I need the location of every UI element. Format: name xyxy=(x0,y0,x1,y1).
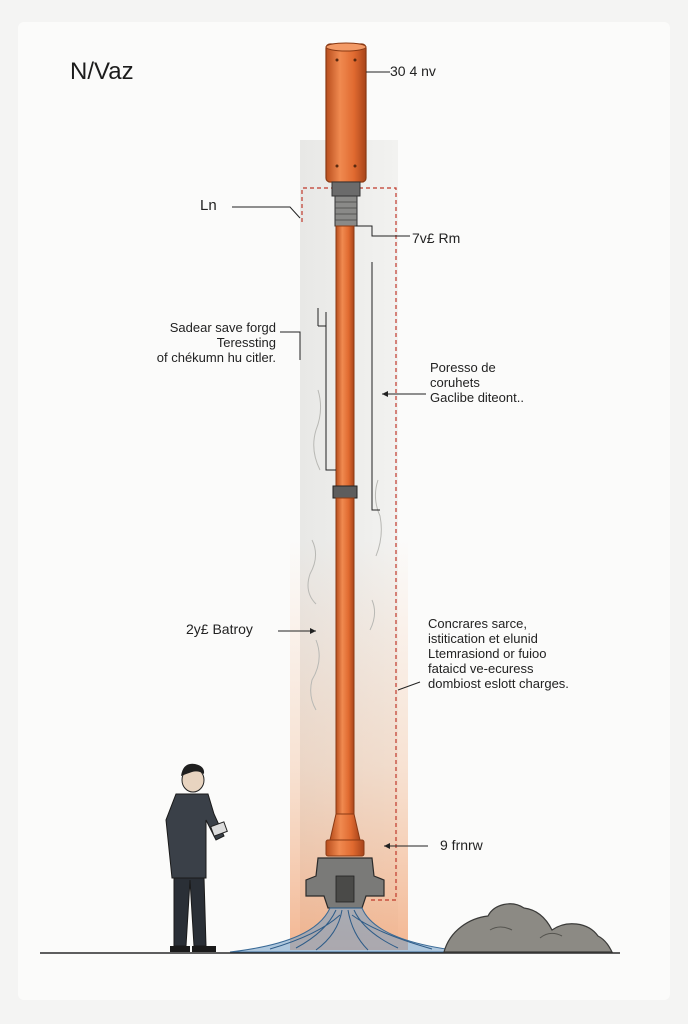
label-right-low-line: istitication et elunid xyxy=(428,631,538,646)
label-bottom-right: 9 frnrw xyxy=(440,837,483,853)
label-right-mid-line: coruhets xyxy=(430,375,480,390)
label-left-mid-line: Sadear save forgd xyxy=(169,320,276,335)
label-top-right: 30 4 nv xyxy=(390,63,436,79)
label-right-low-line: dombiost eslott charges. xyxy=(428,676,569,691)
person-with-tablet-icon xyxy=(165,763,228,952)
label-right-low-line: Ltemrasiond or fuioo xyxy=(428,646,547,661)
dashed-outline xyxy=(301,187,397,901)
diagram-title: N/Vaz xyxy=(70,58,134,85)
middle-joint xyxy=(332,485,358,499)
label-ln: Ln xyxy=(200,197,217,214)
water-splash xyxy=(229,907,471,953)
bolt-icon xyxy=(353,58,357,62)
upper-pipe xyxy=(335,225,355,487)
label-left-mid-line: of chékumn hu citler. xyxy=(156,350,276,365)
lower-collar xyxy=(325,839,365,857)
coupling-upper xyxy=(331,181,361,197)
wellhead-slot xyxy=(335,875,355,903)
bolt-icon xyxy=(335,58,339,62)
lower-pipe xyxy=(335,497,355,815)
sketch-lines xyxy=(307,389,382,711)
arrowheads xyxy=(310,391,390,849)
label-right-low-line: Concrares sarce, xyxy=(428,616,527,631)
label-right-low: Concrares sarce, istitication et elunid … xyxy=(428,616,569,691)
label-left-mid: Sadear save forgd Teressting of chékumn … xyxy=(130,320,276,365)
label-right-mid: Poresso de coruhets Gaclibe diteont.. xyxy=(430,360,524,405)
label-right-low-line: fataicd ve-ecuress xyxy=(428,661,534,676)
bolt-icon xyxy=(335,164,339,168)
leader-lines xyxy=(232,71,428,847)
rock-pile-icon xyxy=(443,903,613,953)
label-left-low: 2y£ Batroy xyxy=(186,621,253,637)
bolt-icon xyxy=(353,164,357,168)
label-right-mid-line: Poresso de xyxy=(430,360,496,375)
water-streaks xyxy=(269,909,433,951)
thread-lines xyxy=(335,201,357,221)
top-cylinder xyxy=(325,43,367,183)
label-left-mid-line: Teressting xyxy=(216,335,276,350)
label-upper-right: 7v£ Rm xyxy=(412,230,461,246)
threaded-joint xyxy=(334,195,358,227)
label-right-mid-line: Gaclibe diteont.. xyxy=(430,390,524,405)
top-cylinder-cap xyxy=(325,42,367,52)
